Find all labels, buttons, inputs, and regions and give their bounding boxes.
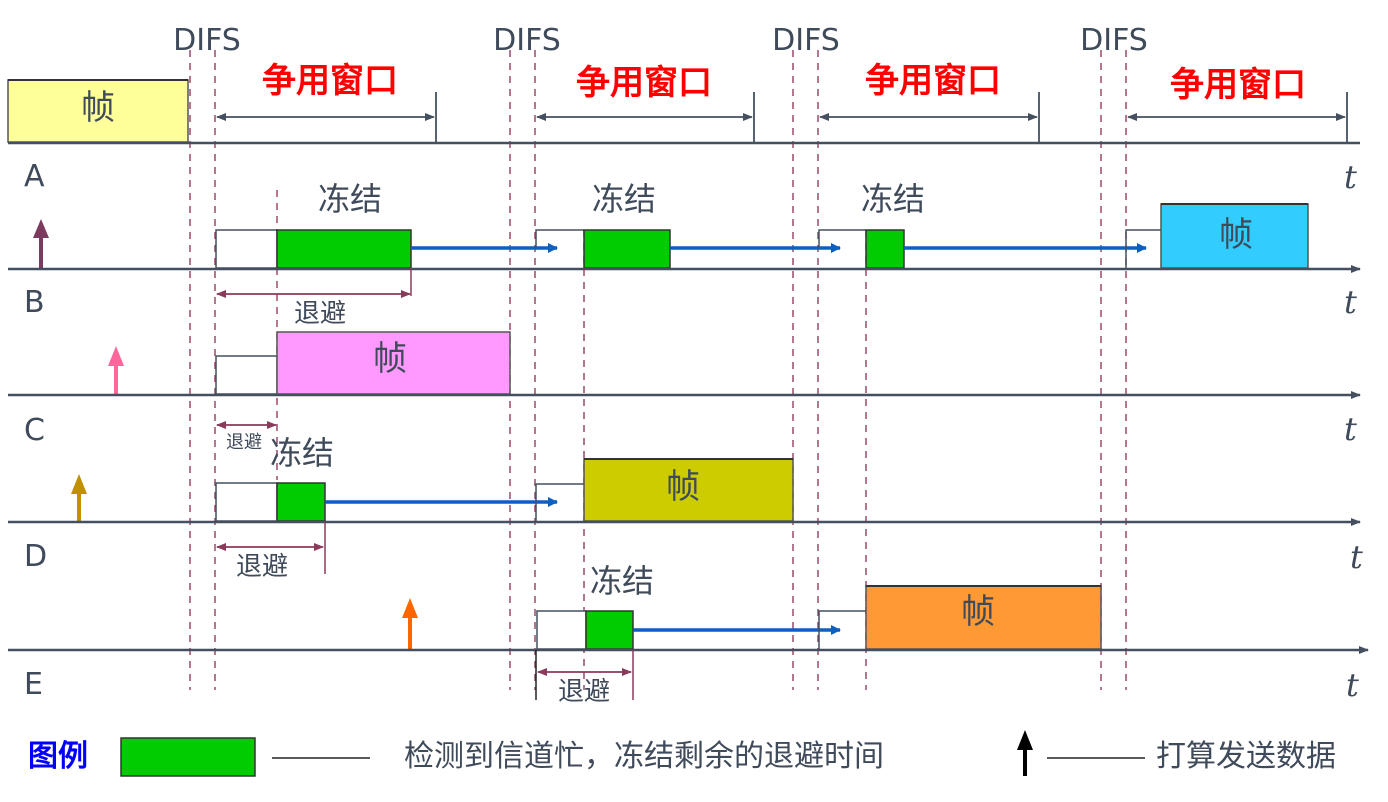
backoff-box: [818, 229, 866, 248]
frozen-backoff: [276, 229, 412, 269]
contention-window-label: 争用窗口: [262, 61, 398, 101]
backoff-box: [215, 355, 278, 395]
time-label: t: [1344, 158, 1357, 196]
station-B: 冻结 冻结 冻结 帧 退避 B t: [8, 180, 1361, 329]
frame-B: [1160, 203, 1309, 269]
backoff-box: [818, 610, 866, 649]
frame-C: [276, 331, 511, 395]
freeze-label: 冻结: [318, 180, 382, 218]
frame-E: [865, 585, 1102, 650]
frame-D-label: 帧: [666, 467, 700, 507]
station-C: 帧 退避 C t: [8, 331, 1361, 453]
station-E-label: E: [24, 667, 43, 702]
backoff-label: 退避: [294, 299, 346, 329]
station-E: 冻结 帧 退避 E t: [8, 562, 1369, 707]
frame-A-label: 帧: [81, 88, 115, 128]
frozen-backoff: [583, 229, 671, 269]
intent-arrow-E-head: [402, 598, 418, 618]
backoff-label: 退避: [558, 677, 610, 707]
frame-E-label: 帧: [961, 592, 995, 632]
station-A-label: A: [24, 159, 45, 194]
backoff-label: 退避: [226, 432, 262, 453]
backoff-box: [215, 229, 278, 269]
freeze-label: 冻结: [590, 562, 654, 600]
frozen-backoff: [865, 229, 905, 269]
contention-window-label: 争用窗口: [865, 61, 1001, 101]
frame-B-label: 帧: [1219, 215, 1253, 255]
legend-arrow-icon: [1017, 730, 1033, 750]
backoff-box: [535, 483, 584, 521]
frame-D: [583, 458, 794, 522]
difs-label: DIFS: [173, 23, 241, 58]
intent-arrow-B-head: [33, 219, 49, 238]
backoff-box: [215, 482, 278, 522]
difs-label: DIFS: [772, 23, 840, 58]
contention-window-label: 争用窗口: [576, 63, 712, 103]
freeze-label: 冻结: [861, 180, 925, 218]
frame-A: [7, 79, 189, 143]
frozen-backoff: [276, 482, 326, 522]
backoff-box: [535, 229, 584, 248]
station-C-label: C: [24, 413, 45, 448]
freeze-label: 冻结: [592, 180, 656, 218]
time-label: t: [1350, 538, 1363, 576]
frame-C-label: 帧: [373, 339, 407, 379]
legend-title: 图例: [28, 739, 88, 774]
intent-arrow-D-head: [71, 474, 87, 494]
station-D-label: D: [24, 539, 47, 574]
intent-arrow-C-head: [108, 346, 124, 366]
legend-green-text: 检测到信道忙，冻结剩余的退避时间: [404, 739, 884, 774]
station-B-label: B: [24, 285, 45, 320]
time-label: t: [1344, 410, 1357, 448]
time-label: t: [1344, 283, 1357, 321]
difs-label: DIFS: [1080, 23, 1148, 58]
legend-green-swatch: [120, 737, 256, 777]
freeze-label: 冻结: [270, 434, 334, 472]
difs-label: DIFS: [493, 23, 561, 58]
backoff-box: [1125, 229, 1161, 268]
contention-window-label: 争用窗口: [1170, 65, 1306, 105]
backoff-label: 退避: [236, 552, 288, 582]
time-label: t: [1346, 666, 1359, 704]
legend-arrow-text: 打算发送数据: [1156, 739, 1336, 774]
contention-window-arrows: [216, 92, 1348, 143]
backoff-box: [536, 610, 587, 650]
station-A: 帧 A t: [7, 79, 1360, 196]
frozen-backoff: [585, 610, 634, 650]
legend: 图例 检测到信道忙，冻结剩余的退避时间 打算发送数据: [28, 730, 1336, 777]
station-D: 冻结 帧 退避 D t: [8, 434, 1363, 582]
